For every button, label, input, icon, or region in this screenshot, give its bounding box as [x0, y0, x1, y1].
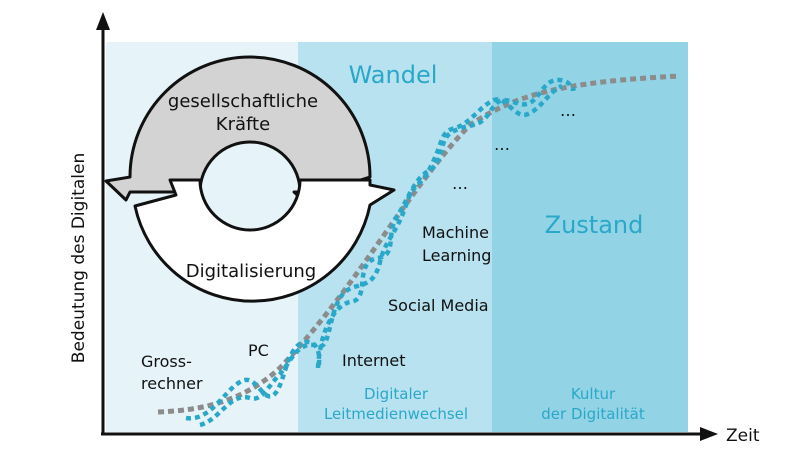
- y-axis-arrowhead: [96, 12, 110, 30]
- x-axis-arrowhead: [700, 427, 718, 441]
- y-axis-label: Bedeutung des Digitalen: [69, 153, 89, 363]
- milestone-machine: Machine: [422, 223, 489, 242]
- x-axis-label: Zeit: [726, 426, 760, 446]
- trend-curve: [157, 73, 681, 415]
- digitalisierung-arrow: [133, 178, 396, 303]
- digitaler-label: Digitaler: [364, 385, 429, 403]
- leitmedienwechsel-label: Leitmedienwechsel: [324, 405, 468, 423]
- digitalitaet-label: der Digitalität: [541, 405, 645, 423]
- milestone-rechner: rechner: [141, 374, 203, 393]
- milestone-ellipsis-1: …: [452, 174, 468, 193]
- wandel-label: Wandel: [349, 61, 438, 89]
- milestone-ellipsis-3: …: [560, 101, 576, 120]
- wave-curve-a: [185, 77, 577, 421]
- milestone-learning: Learning: [422, 246, 491, 265]
- zustand-label: Zustand: [545, 211, 644, 239]
- kultur-label: Kultur: [571, 385, 616, 403]
- milestone-gross: Gross-: [141, 352, 192, 371]
- milestone-internet: Internet: [342, 351, 406, 370]
- zone-zustand: [492, 42, 688, 432]
- forces-label-line1: gesellschaftliche: [168, 91, 318, 112]
- digitalisierung-label: Digitalisierung: [186, 261, 316, 282]
- milestone-pc: PC: [248, 341, 269, 360]
- forces-label-line2: Kräfte: [216, 114, 270, 135]
- forces-arrow: [104, 55, 372, 214]
- wave-curve-b: [199, 83, 564, 428]
- milestone-social-media: Social Media: [388, 296, 489, 315]
- milestone-ellipsis-2: …: [494, 135, 510, 154]
